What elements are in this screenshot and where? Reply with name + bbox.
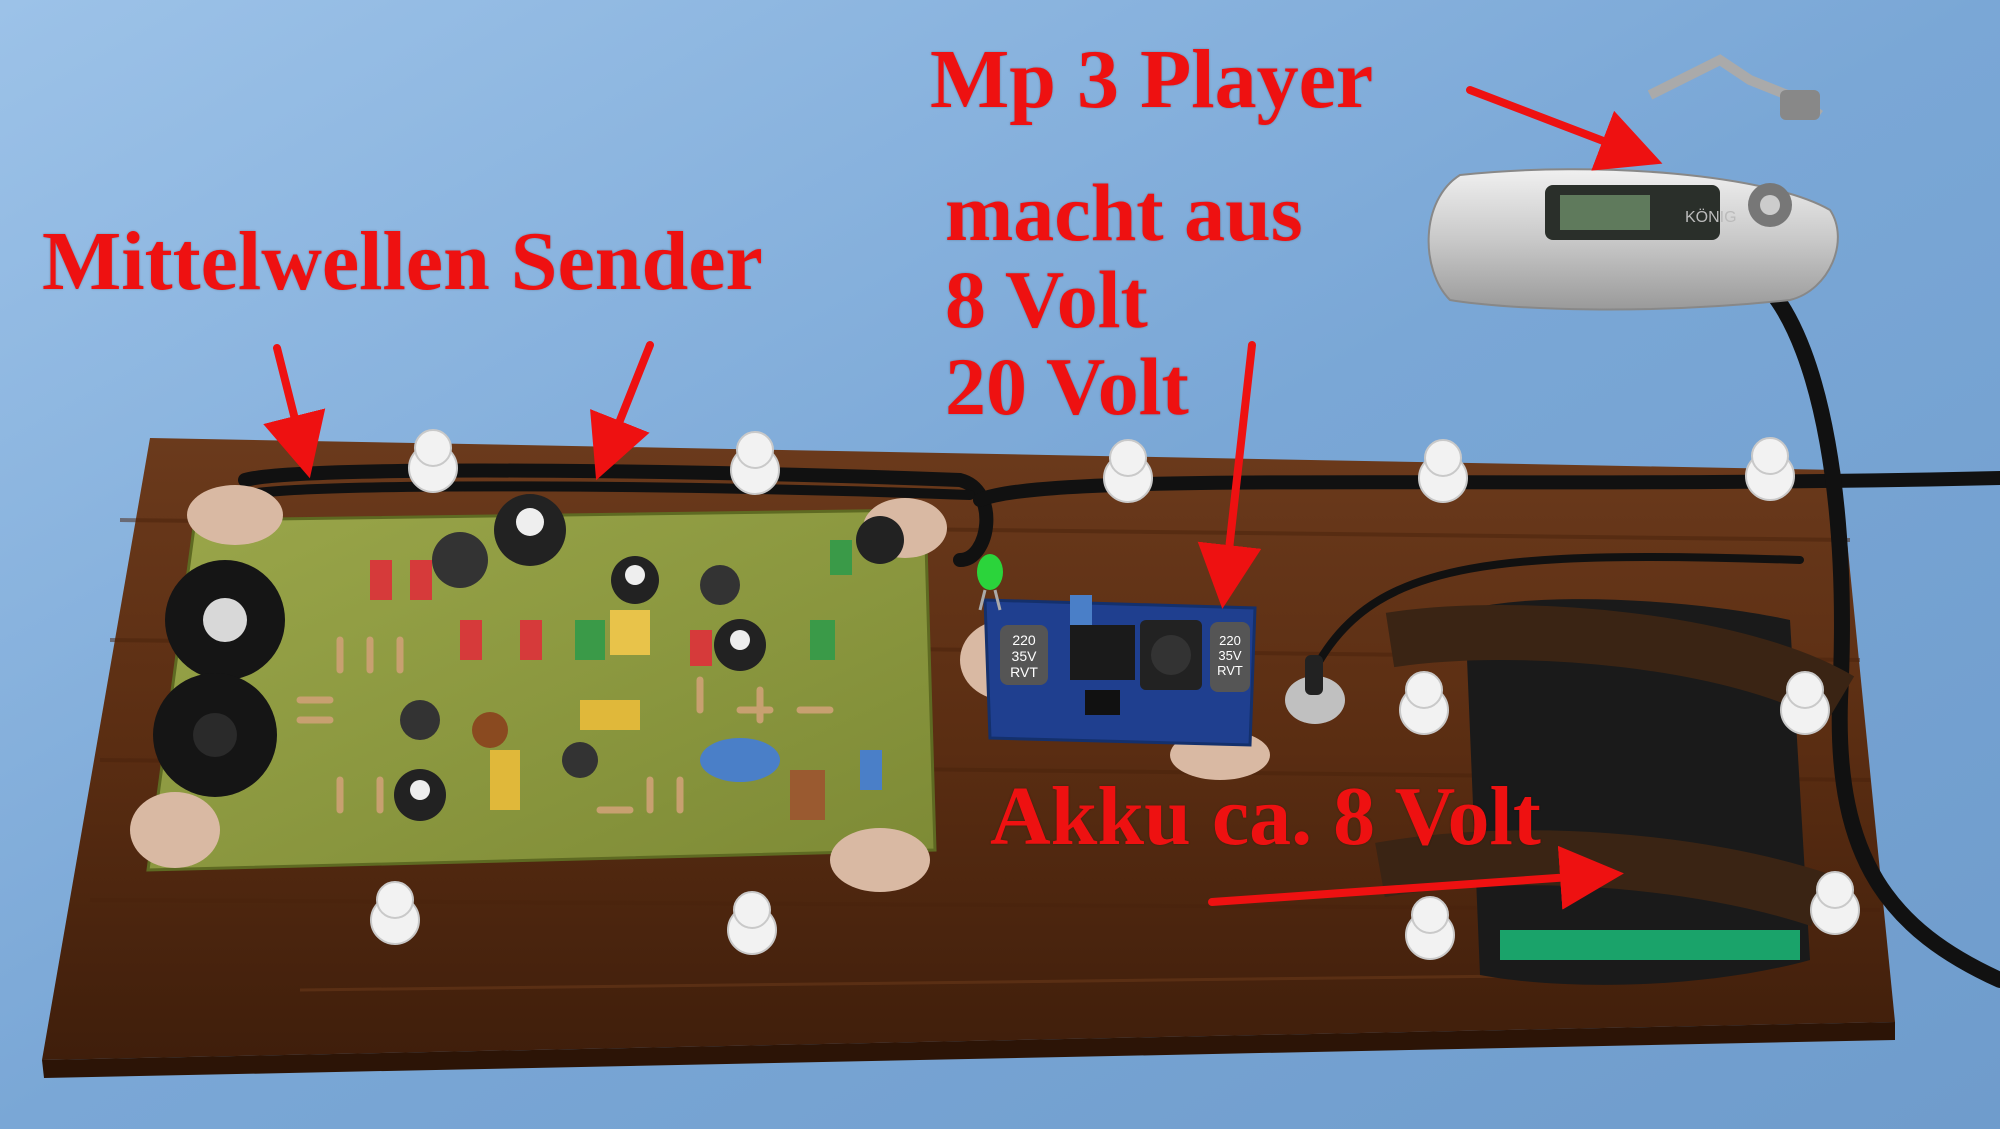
annotation-arrows <box>263 86 1663 910</box>
cap-a-series: RVT <box>1010 664 1038 680</box>
label-mp3-player: Mp 3 Player <box>930 33 1374 126</box>
cap-a-voltage: 35V <box>1012 648 1038 664</box>
push-pins <box>370 429 1860 960</box>
cap-a-value: 220 <box>1012 632 1036 648</box>
label-voltage-converter: macht aus 8 Volt 20 Volt <box>945 167 1303 432</box>
dc-dc-converter: 220 35V RVT 220 35V RVT <box>960 595 1270 780</box>
label-voltage-line2: 8 Volt <box>945 253 1148 345</box>
arrow-to-converter <box>1197 341 1262 609</box>
transmitter-pcb <box>130 485 947 892</box>
green-led <box>977 554 1003 611</box>
cap-b-series: RVT <box>1217 663 1243 678</box>
label-voltage-line3: 20 Volt <box>945 340 1189 432</box>
arrow-to-cable <box>590 341 654 481</box>
arrow-to-mp3 <box>1466 86 1663 171</box>
toggle-switch <box>1285 655 1345 724</box>
label-voltage-line1: macht aus <box>945 167 1303 258</box>
mp3-brand-text: KÖNIG <box>1685 208 1737 226</box>
mp3-player: KÖNIG <box>1427 54 1839 311</box>
label-transmitter: Mittelwellen Sender <box>42 215 763 308</box>
arrow-to-battery <box>1208 845 1624 910</box>
label-battery: Akku ca. 8 Volt <box>990 770 1541 863</box>
cap-b-value: 220 <box>1219 633 1241 648</box>
cap-b-voltage: 35V <box>1218 648 1241 663</box>
arrow-to-antenna <box>263 344 326 479</box>
